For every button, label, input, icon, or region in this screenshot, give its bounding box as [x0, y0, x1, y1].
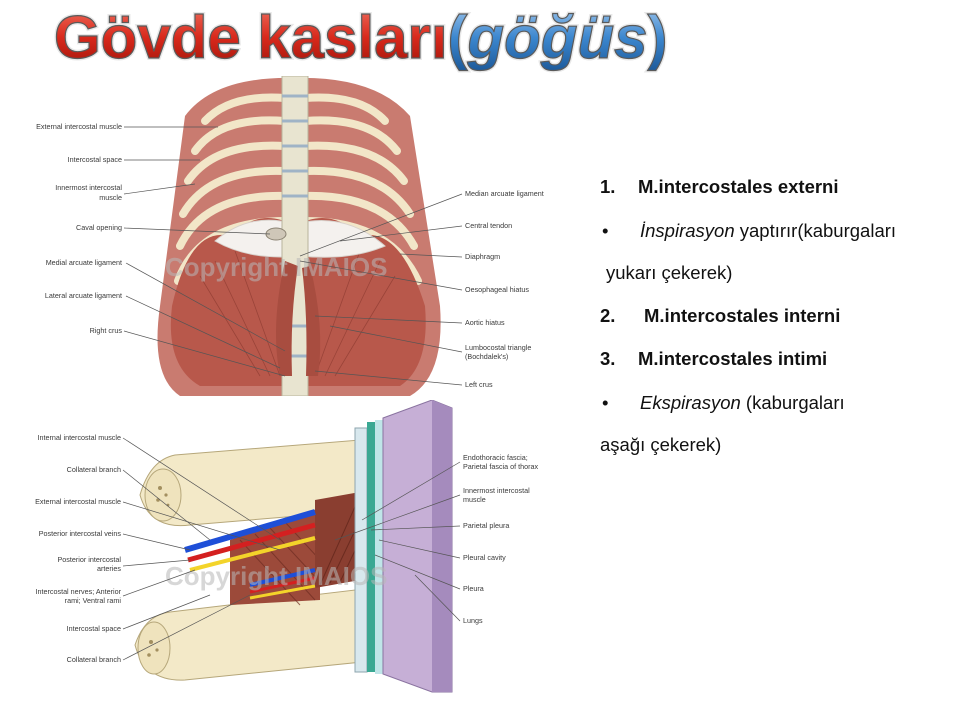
right-crus-shape: [276, 261, 298, 376]
slide-title: Gövde kasları(göğüs) Gövde kasları(göğüs…: [50, 2, 690, 74]
endothoracic-fascia-layer: [354, 427, 368, 673]
label-pleura: Pleura: [463, 584, 484, 593]
label-pleural-cavity: Pleural cavity: [463, 553, 506, 562]
intercostal-diagram: Copyright IMAIOS Internal intercostal mu…: [0, 399, 560, 700]
upper-rib-marrow: [156, 486, 170, 507]
label-lumbocostal-triangle: Lumbocostal triangle: [465, 343, 531, 352]
parietal-pleura-layer: [367, 422, 375, 672]
label-posterior-veins: Posterior intercostal veins: [39, 529, 122, 538]
svg-text:Gövde kasları(göğüs): Gövde kasları(göğüs): [54, 4, 668, 71]
diaphragm-diagram: Copyright IMAIOS External intercostal mu…: [0, 75, 560, 397]
left-crus-shape: [302, 266, 321, 376]
intercostal-vein-line: [184, 509, 316, 553]
item3-sub-italic: Ekspirasyon: [640, 392, 741, 413]
title-paren-close-shadow: ): [648, 4, 668, 71]
label-innermost-intercostal-bottom-2: muscle: [463, 495, 486, 504]
title-paren-open: (: [448, 4, 468, 71]
label-endothoracic-fascia: Endothoracic fascia;: [463, 453, 528, 462]
intercostal-illustration: Copyright IMAIOS Internal intercostal mu…: [35, 399, 539, 693]
label-caval-opening: Caval opening: [76, 223, 122, 232]
item1-sub-rest: yaptırır(kaburgaları: [734, 220, 897, 241]
lower-rib-end: [137, 621, 171, 675]
list-item-3: 3. M.intercostales intimi: [600, 348, 827, 370]
item1-text: M.intercostales externi: [638, 176, 839, 197]
label-external-intercostal: External intercostal muscle: [36, 122, 122, 131]
label-parietal-pleura: Parietal pleura: [463, 521, 509, 530]
label-lungs: Lungs: [463, 616, 483, 625]
label-innermost-intercostal-2: muscle: [99, 193, 122, 202]
item1-sub-italic: İnspirasyon: [640, 220, 735, 241]
label-innermost-intercostal-bottom: Innermost intercostal: [463, 486, 530, 495]
label-diaphragm: Diaphragm: [465, 252, 500, 261]
item2-number: 2.: [600, 305, 616, 326]
list-item-1: 1. M.intercostales externi: [600, 176, 839, 198]
label-left-crus: Left crus: [465, 380, 493, 389]
lung-side: [432, 400, 452, 692]
intercostal-nerve-line: [189, 536, 316, 572]
label-innermost-intercostal: Innermost intercostal: [55, 183, 122, 192]
item1-bullet: •: [602, 220, 609, 241]
item1-number: 1.: [600, 176, 616, 197]
item2-text: M.intercostales interni: [644, 305, 841, 326]
label-posterior-arteries: Posterior intercostal: [57, 555, 121, 564]
label-external-intercostal-bottom: External intercostal muscle: [35, 497, 121, 506]
upper-rib-end: [144, 468, 182, 522]
title-paren-close: ): [648, 4, 668, 71]
item3-number: 3.: [600, 348, 616, 369]
item3-sub-continuation: aşağı çekerek): [600, 434, 722, 455]
title-italic-text: göğüs: [467, 4, 648, 71]
title-main-text: Gövde kasları: [54, 4, 448, 71]
item1-sub-continuation: yukarı çekerek): [606, 262, 733, 283]
label-endothoracic-fascia-2: Parietal fascia of thorax: [463, 462, 539, 471]
bottom-watermark: Copyright IMAIOS: [165, 561, 387, 591]
title-italic-shadow: göğüs: [467, 4, 648, 71]
pleural-cavity-layer: [375, 420, 383, 674]
intercostal-artery-line: [187, 522, 316, 563]
top-watermark: Copyright IMAIOS: [165, 252, 387, 282]
muscle-fibres: [199, 250, 396, 377]
label-intercostal-nerves: Intercostal nerves; Anterior: [36, 587, 122, 596]
label-oesophageal-hiatus: Oesophageal hiatus: [465, 285, 529, 294]
label-central-tendon: Central tendon: [465, 221, 512, 230]
list-item-2: 2. M.intercostales interni: [600, 305, 840, 327]
label-aortic-hiatus: Aortic hiatus: [465, 318, 505, 327]
label-internal-intercostal: Internal intercostal muscle: [38, 433, 122, 442]
list-item-3-sub: • Ekspirasyon (kaburgaları: [600, 392, 845, 414]
svg-text:Gövde kasları(göğüs): Gövde kasları(göğüs): [54, 4, 668, 71]
label-posterior-arteries-2: arteries: [97, 564, 121, 573]
label-medial-arcuate: Medial arcuate ligament: [46, 258, 122, 267]
label-collateral-branch-top: Collateral branch: [67, 465, 121, 474]
title-paren-open-shadow: (: [448, 4, 468, 71]
label-collateral-branch-bottom: Collateral branch: [67, 655, 121, 664]
list-item-1-sub: • İnspirasyon yaptırır(kaburgaları: [600, 220, 896, 242]
diaphragm-illustration: Copyright IMAIOS External intercostal mu…: [36, 75, 544, 397]
label-intercostal-space: Intercostal space: [68, 155, 122, 164]
label-median-arcuate: Median arcuate ligament: [465, 189, 544, 198]
label-intercostal-nerves-2: rami; Ventral rami: [65, 596, 122, 605]
item3-bullet: •: [602, 392, 609, 413]
label-lateral-arcuate: Lateral arcuate ligament: [45, 291, 122, 300]
label-right-crus: Right crus: [90, 326, 123, 335]
item3-sub-rest: (kaburgaları: [740, 392, 845, 413]
label-intercostal-space-bottom: Intercostal space: [67, 624, 121, 633]
label-lumbocostal-triangle-2: (Bochdalek's): [465, 352, 508, 361]
item3-text: M.intercostales intimi: [638, 348, 828, 369]
lower-rib-marrow: [147, 640, 159, 657]
title-main-shadow: Gövde kasları: [54, 4, 448, 71]
